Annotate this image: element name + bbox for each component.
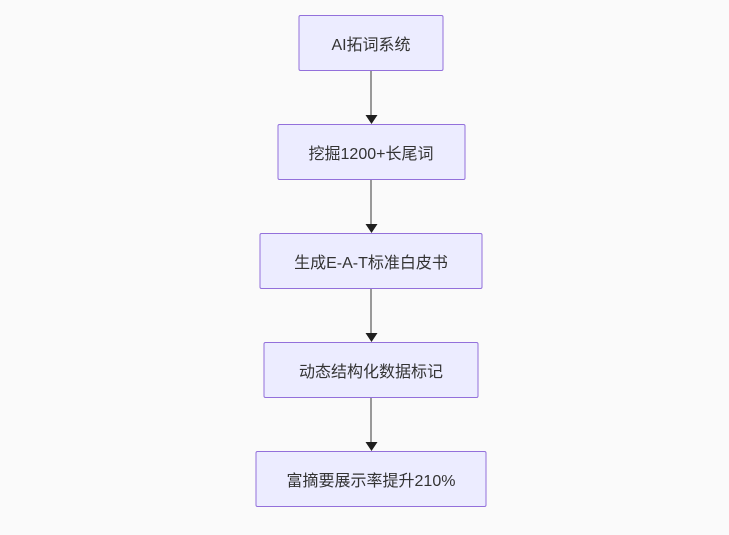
arrowhead-down-icon <box>365 333 377 342</box>
node-longtail-keyword-mining: 挖掘1200+长尾词 <box>277 124 465 180</box>
arrowhead-down-icon <box>365 224 377 233</box>
node-rich-snippet-rate-result: 富摘要展示率提升210% <box>255 451 487 507</box>
arrow-down-connector <box>365 71 377 124</box>
arrow-line <box>370 180 372 225</box>
arrow-line <box>370 71 372 116</box>
arrow-down-connector <box>365 398 377 451</box>
arrow-down-connector <box>365 180 377 233</box>
node-dynamic-structured-data-markup: 动态结构化数据标记 <box>263 342 479 398</box>
arrowhead-down-icon <box>365 442 377 451</box>
arrowhead-down-icon <box>365 115 377 124</box>
arrow-line <box>370 289 372 334</box>
arrow-down-connector <box>365 289 377 342</box>
arrow-line <box>370 398 372 443</box>
node-eat-whitepaper-generation: 生成E-A-T标准白皮书 <box>259 233 483 289</box>
node-ai-expansion-system: AI拓词系统 <box>298 15 444 71</box>
flowchart: AI拓词系统 挖掘1200+长尾词 生成E-A-T标准白皮书 动态结构化数据标记… <box>255 15 487 507</box>
